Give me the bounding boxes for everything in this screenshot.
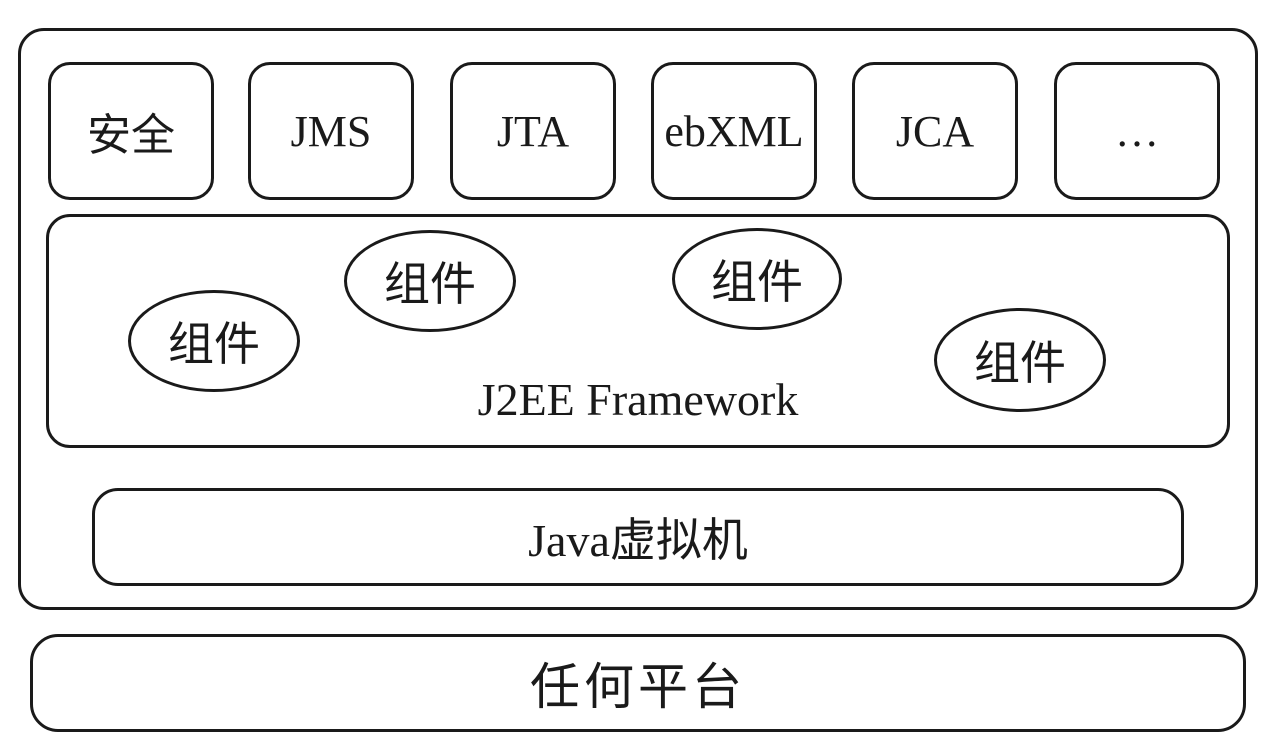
service-jca-label: JCA bbox=[895, 106, 975, 156]
service-ebxml-label: ebXML bbox=[664, 106, 804, 156]
java-vm-box: Java虚拟机 bbox=[92, 488, 1184, 586]
component-label: 组件 bbox=[384, 259, 476, 310]
service-jta: JTA bbox=[450, 62, 616, 200]
component-ellipse: 组件 bbox=[934, 308, 1106, 412]
component-label: 组件 bbox=[168, 319, 260, 370]
component-ellipse: 组件 bbox=[128, 290, 300, 392]
any-platform-box: 任何平台 bbox=[30, 634, 1246, 732]
service-jms: JMS bbox=[248, 62, 414, 200]
component-ellipse: 组件 bbox=[344, 230, 516, 332]
service-jca: JCA bbox=[852, 62, 1018, 200]
service-jta-label: JTA bbox=[496, 106, 570, 156]
service-security: 安全 bbox=[48, 62, 214, 200]
java-vm-label: Java虚拟机 bbox=[528, 515, 748, 566]
component-ellipse: 组件 bbox=[672, 228, 842, 330]
service-jms-label: JMS bbox=[290, 106, 372, 156]
service-ebxml: ebXML bbox=[651, 62, 817, 200]
service-more-label: … bbox=[1115, 106, 1159, 156]
service-more: … bbox=[1054, 62, 1220, 200]
framework-label: J2EE Framework bbox=[477, 374, 799, 425]
component-label: 组件 bbox=[711, 257, 803, 308]
service-security-label: 安全 bbox=[87, 111, 175, 160]
any-platform-label: 任何平台 bbox=[530, 659, 746, 715]
component-label: 组件 bbox=[974, 338, 1066, 389]
